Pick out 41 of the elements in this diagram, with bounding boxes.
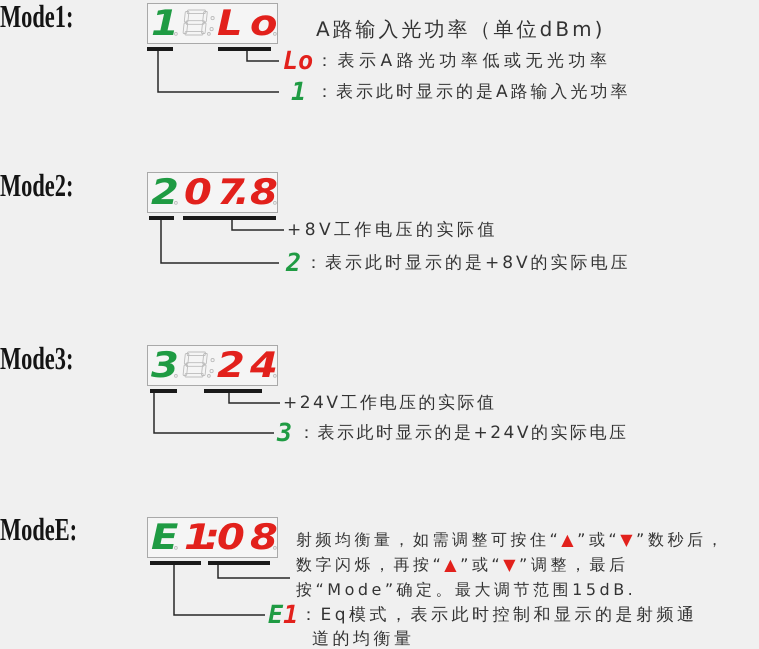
leader-line: [173, 565, 265, 616]
seven-segment-display: [147, 172, 278, 213]
mode-heading: Mode3:: [0, 342, 74, 374]
seven-segment-display: [147, 3, 278, 44]
seven-segment-display: [147, 517, 278, 558]
mode-heading: ModeE:: [0, 513, 78, 545]
leader-line: [217, 565, 290, 579]
annotation-text: +24V工作电压的实际值: [280, 391, 497, 415]
display-caption: A路输入光功率（单位dBm): [316, 17, 606, 41]
leader-line: [157, 51, 279, 93]
annotation-text: 射频均衡量，如需调整可按住“▲”或“▼”数秒后，数字闪烁，再按“▲”或“▼”调整，最后按“Mode”确定。最大调节范围15dB.: [290, 527, 729, 602]
leader-line: [160, 220, 279, 264]
underline-bar: [218, 47, 271, 51]
annotation-text: +8V工作电压的实际值: [284, 218, 498, 242]
underline-bar: [150, 561, 201, 565]
underline-bar: [183, 216, 276, 220]
callout-text: ：Eq模式，表示此时控制和显示的是射频通道的均衡量: [300, 604, 699, 649]
underline-bar: [208, 561, 270, 565]
leader-line: [246, 51, 279, 62]
callout-text: ：表示A路光功率低或无光功率: [316, 50, 612, 73]
underline-bar: [204, 389, 262, 393]
display-digits: 3: [151, 348, 174, 383]
digit-label: Lo: [283, 49, 314, 73]
seven-segment-display: [147, 345, 278, 386]
digit-label: E1: [268, 603, 298, 627]
digit-label: 1: [291, 80, 306, 104]
mode-heading: Mode1:: [0, 0, 74, 32]
underline-bar: [150, 389, 177, 393]
display-digits: 1: [151, 6, 174, 41]
digit-label: 2: [286, 251, 302, 275]
leader-line: [153, 393, 274, 434]
leader-line: [231, 220, 284, 231]
underline-bar: [149, 216, 174, 220]
digit-label: 3: [277, 421, 292, 445]
display-digits: 24: [217, 348, 273, 383]
underline-bar: [147, 47, 173, 51]
mode-heading: Mode2:: [0, 169, 74, 201]
callout-text: ：表示此时显示的是+24V的实际电压: [298, 422, 629, 445]
leader-line: [228, 393, 280, 404]
callout-text: ：表示此时显示的是+8V的实际电压: [305, 252, 631, 275]
callout-text: ：表示此时显示的是A路输入光功率: [316, 81, 631, 104]
